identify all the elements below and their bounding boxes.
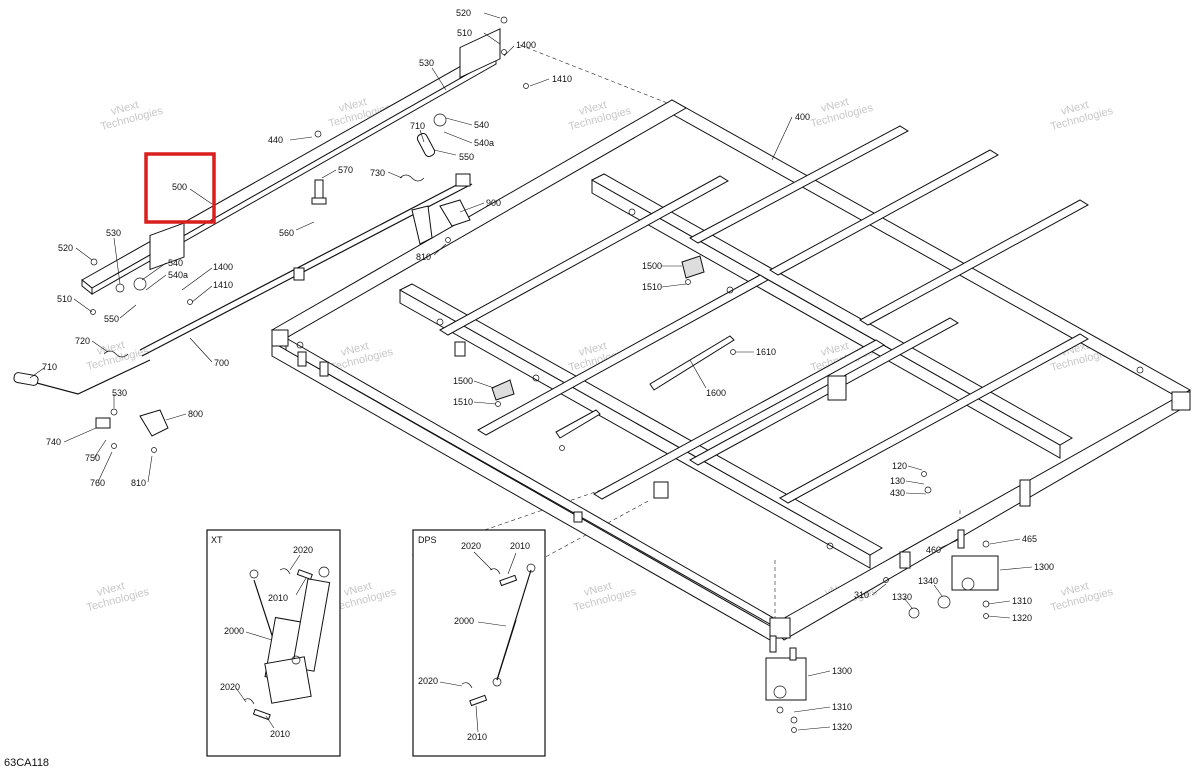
label-310: 310 bbox=[854, 590, 869, 600]
label-570: 570 bbox=[338, 165, 353, 175]
label-1500: 1500 bbox=[453, 376, 473, 386]
label-1410: 1410 bbox=[213, 280, 233, 290]
label-1300: 1300 bbox=[832, 666, 852, 676]
label-510: 510 bbox=[457, 28, 472, 38]
label-465: 465 bbox=[1022, 534, 1037, 544]
label-1410: 1410 bbox=[552, 74, 572, 84]
label-120: 120 bbox=[892, 461, 907, 471]
label-1310: 1310 bbox=[1012, 596, 1032, 606]
watermark: vNext Technologies bbox=[85, 580, 151, 614]
gas-spring-dps bbox=[461, 563, 536, 707]
leader-lines bbox=[29, 12, 1033, 733]
label-2020: 2020 bbox=[418, 676, 438, 686]
callout-labels: 520 510 1400 1410 530 540 540a 550 710 4… bbox=[42, 8, 1054, 742]
label-1300: 1300 bbox=[1034, 562, 1054, 572]
actuator-xt bbox=[243, 566, 331, 721]
label-1310: 1310 bbox=[832, 702, 852, 712]
label-400: 400 bbox=[795, 112, 810, 122]
label-1400: 1400 bbox=[516, 40, 536, 50]
watermark: vNext Technologies bbox=[567, 99, 633, 133]
label-810: 810 bbox=[131, 478, 146, 488]
label-520: 520 bbox=[58, 243, 73, 253]
label-710: 710 bbox=[42, 362, 57, 372]
label-2010: 2010 bbox=[270, 729, 290, 739]
label-700: 700 bbox=[214, 358, 229, 368]
label-750: 750 bbox=[85, 453, 100, 463]
label-540: 540 bbox=[474, 120, 489, 130]
label-760: 760 bbox=[90, 478, 105, 488]
label-1510: 1510 bbox=[642, 282, 662, 292]
label-460: 460 bbox=[926, 545, 941, 555]
label-710: 710 bbox=[410, 121, 425, 131]
label-430: 430 bbox=[890, 488, 905, 498]
label-900: 900 bbox=[486, 198, 501, 208]
label-2000: 2000 bbox=[224, 626, 244, 636]
rail-assembly-500 bbox=[81, 51, 497, 296]
watermark: vNext Technologies bbox=[1049, 580, 1115, 614]
diagram-code: 63CA118 bbox=[4, 757, 49, 769]
inset-title-dps: DPS bbox=[418, 535, 437, 545]
label-1320: 1320 bbox=[1012, 613, 1032, 623]
label-1500: 1500 bbox=[642, 261, 662, 271]
label-1400: 1400 bbox=[213, 262, 233, 272]
label-500[interactable]: 500 bbox=[172, 182, 187, 192]
label-2010: 2010 bbox=[268, 593, 288, 603]
watermark: vNext Technologies bbox=[85, 339, 151, 373]
watermark: vNext Technologies bbox=[1049, 99, 1115, 133]
tube-700 bbox=[139, 177, 473, 357]
label-130: 130 bbox=[890, 476, 905, 486]
label-2000: 2000 bbox=[454, 616, 474, 626]
label-550: 550 bbox=[459, 152, 474, 162]
label-1320: 1320 bbox=[832, 722, 852, 732]
label-720: 720 bbox=[75, 336, 90, 346]
label-560: 560 bbox=[279, 228, 294, 238]
label-1330: 1330 bbox=[892, 592, 912, 602]
label-740: 740 bbox=[46, 437, 61, 447]
main-frame bbox=[270, 99, 1191, 641]
label-440: 440 bbox=[268, 135, 283, 145]
highlight-box-500[interactable] bbox=[144, 152, 216, 224]
inset-dps: DPS bbox=[412, 529, 546, 757]
label-2010: 2010 bbox=[467, 732, 487, 742]
label-1510: 1510 bbox=[453, 397, 473, 407]
label-540: 540 bbox=[168, 258, 183, 268]
label-730: 730 bbox=[370, 168, 385, 178]
watermark: vNext Technologies bbox=[809, 96, 875, 130]
inset-title-xt: XT bbox=[211, 535, 223, 545]
inset-xt: XT bbox=[206, 529, 341, 757]
label-530: 530 bbox=[112, 388, 127, 398]
label-540a: 540a bbox=[168, 270, 188, 280]
watermark: vNext Technologies bbox=[99, 99, 165, 133]
label-2010: 2010 bbox=[510, 541, 530, 551]
label-810: 810 bbox=[416, 252, 431, 262]
label-2020: 2020 bbox=[220, 682, 240, 692]
label-2020: 2020 bbox=[461, 541, 481, 551]
watermark: vNext Technologies bbox=[572, 580, 638, 614]
label-510: 510 bbox=[57, 294, 72, 304]
label-800: 800 bbox=[188, 409, 203, 419]
label-540a: 540a bbox=[474, 138, 494, 148]
handle-710 bbox=[13, 132, 436, 395]
label-520: 520 bbox=[456, 8, 471, 18]
label-1340: 1340 bbox=[918, 576, 938, 586]
latch-parts bbox=[90, 16, 999, 733]
label-530: 530 bbox=[106, 228, 121, 238]
label-530: 530 bbox=[419, 58, 434, 68]
label-2020: 2020 bbox=[293, 545, 313, 555]
label-1610: 1610 bbox=[756, 347, 776, 357]
label-1600: 1600 bbox=[706, 388, 726, 398]
label-550: 550 bbox=[104, 314, 119, 324]
